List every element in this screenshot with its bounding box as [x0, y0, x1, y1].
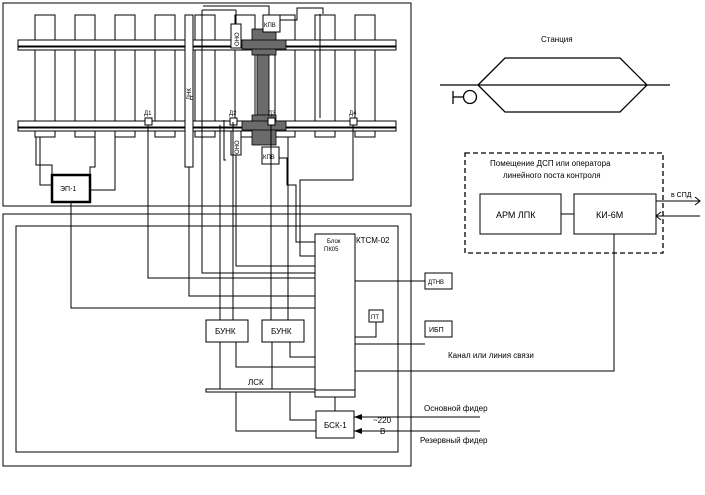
bunk-right-label: БУНК — [271, 327, 292, 336]
ep1-label: ЭП-1 — [60, 186, 76, 193]
ibp-label: ИБП — [429, 327, 444, 334]
kpv-top-label: КПВ — [264, 23, 276, 29]
kpv-top-box — [262, 14, 281, 33]
dsp-room-title-2: линейного поста контроля — [503, 171, 601, 180]
bsk1-box — [315, 410, 355, 439]
equipment-frame-outer — [2, 213, 412, 467]
pk05-block — [314, 233, 356, 398]
voltage-label-1: ~220 — [373, 416, 392, 425]
d1-sensor — [144, 117, 153, 126]
track-frame — [2, 2, 412, 207]
equipment-frame-inner — [15, 225, 399, 453]
bunk-right-box — [261, 319, 305, 343]
spd-arrows — [655, 196, 701, 221]
kpv-bottom-label: КПВ — [263, 155, 275, 161]
ibp-box — [424, 320, 453, 338]
dsp-room-title-1: Помещение ДСП или оператора — [490, 159, 611, 168]
wiring — [70, 5, 615, 432]
bunk-left-box — [205, 319, 249, 343]
dtnv-label: ДТНВ — [428, 280, 444, 286]
station-track — [440, 57, 670, 113]
d1-label: Д1 — [144, 111, 152, 117]
wheel-axle — [241, 28, 287, 146]
channel-label: Канал или линия связи — [448, 351, 534, 360]
sleepers — [34, 14, 376, 138]
d4-sensor — [349, 117, 358, 126]
ono-bottom-label: ОНО — [235, 140, 241, 154]
lsk-label: ЛСК — [248, 378, 264, 387]
pt-label: ПТ — [371, 315, 379, 321]
d3-label: Д3 — [268, 111, 276, 117]
station-label: Станция — [541, 35, 573, 44]
ktsm-label: КТСМ-02 — [356, 236, 390, 245]
bsk1-label: БСК-1 — [324, 421, 347, 430]
ono-top-label: ОНО — [235, 32, 241, 46]
arm-lpk-label: АРМ ЛПК — [496, 210, 536, 220]
d3-sensor — [267, 117, 276, 126]
rails — [17, 39, 397, 132]
d2-label: Д2 — [229, 111, 237, 117]
bunk-left-label: БУНК — [215, 327, 236, 336]
d4-label: Д4 — [349, 111, 357, 117]
pk05-label-1: Блок — [327, 239, 341, 245]
ep1-wires — [35, 137, 116, 191]
ki6m-label: КИ-6М — [596, 210, 623, 220]
reserve-feeder-label: Резервный фидер — [420, 436, 488, 445]
arm-lpk-box — [479, 193, 562, 235]
lsk-bus — [205, 388, 316, 393]
dsp-room-frame — [464, 152, 664, 254]
spd-label: в СПД — [671, 192, 692, 199]
ki6m-box — [573, 193, 657, 235]
feeder-arrows — [354, 414, 362, 434]
signal-icon — [462, 89, 478, 105]
dnk-label: ДНК — [187, 88, 193, 100]
main-feeder-label: Основной фидер — [424, 404, 488, 413]
pk05-label-2: ПК05 — [324, 247, 339, 253]
